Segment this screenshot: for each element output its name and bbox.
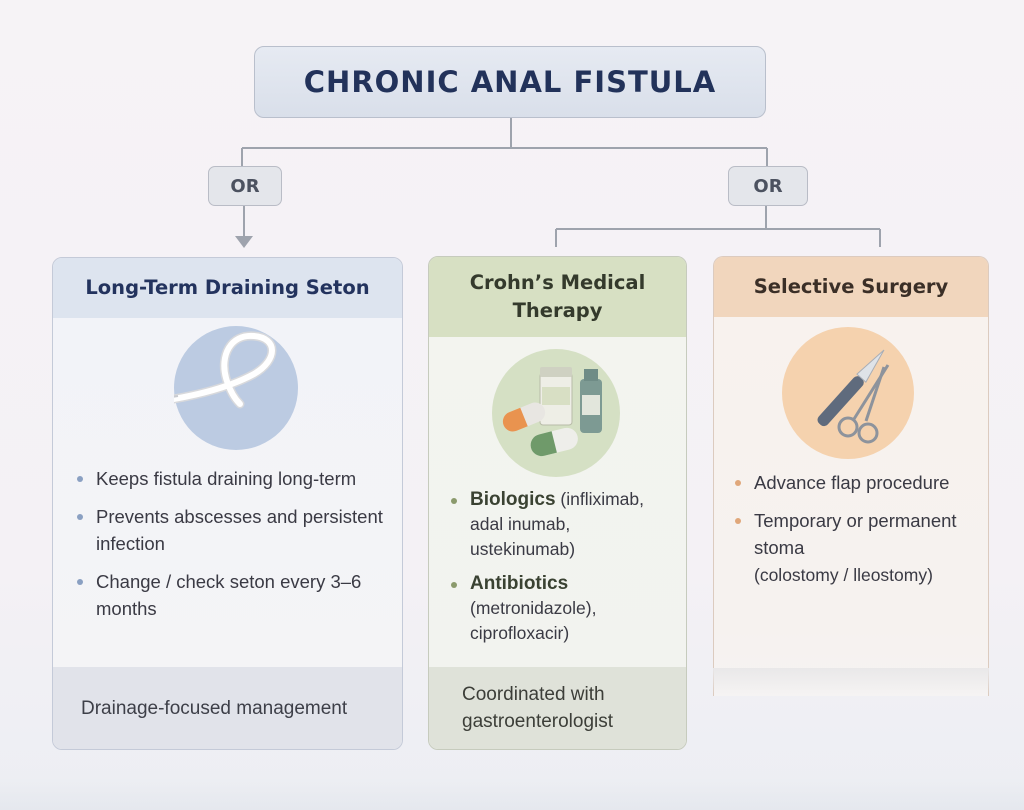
card-heading: Selective Surgery bbox=[714, 257, 988, 317]
bullet-text: Keeps fistula draining long-term bbox=[96, 468, 357, 489]
card-footer-placeholder bbox=[713, 668, 989, 694]
card-heading: Long-Term Draining Seton bbox=[53, 258, 402, 318]
down-arrow-icon bbox=[235, 236, 253, 248]
seton-loop-icon bbox=[163, 326, 298, 450]
bullet-list: Biologics (infliximab, adal inumab, ustek… bbox=[449, 487, 674, 655]
bullet-detail: adal inumab, ustekinumab) bbox=[470, 514, 576, 559]
bullet-list: Keeps fistula draining long-term Prevent… bbox=[75, 465, 385, 633]
medication-icon bbox=[492, 349, 620, 477]
card-crohns-medical-therapy: Crohn’s Medical Therapy Biologics (infli… bbox=[428, 256, 687, 750]
list-item: Antibiotics (metronidazole), ciprofloxaci… bbox=[449, 571, 674, 646]
bullet-detail: (infliximab, bbox=[555, 489, 645, 509]
background-band bbox=[0, 778, 1024, 810]
list-item: Advance flap procedure bbox=[733, 469, 983, 496]
or-label-right: OR bbox=[728, 166, 808, 206]
scalpel-scissors-icon bbox=[782, 327, 914, 459]
diagram-title: CHRONIC ANAL FISTULA bbox=[254, 46, 766, 118]
bullet-dot bbox=[77, 476, 83, 482]
bullet-dot bbox=[451, 498, 457, 504]
bullet-list: Advance flap procedure Temporary or perm… bbox=[733, 469, 983, 600]
bullet-dot bbox=[735, 480, 741, 486]
list-item: Keeps fistula draining long-term bbox=[75, 465, 385, 492]
bullet-heading: Antibiotics bbox=[470, 573, 569, 594]
bullet-text: Change / check seton every 3–6 months bbox=[96, 571, 362, 619]
bullet-text: Prevents abscesses and persistent infect… bbox=[96, 506, 383, 554]
list-item: Biologics (infliximab, adal inumab, ustek… bbox=[449, 487, 674, 562]
or-label-left: OR bbox=[208, 166, 282, 206]
bullet-dot bbox=[77, 579, 83, 585]
list-item: Prevents abscesses and persistent infect… bbox=[75, 503, 385, 557]
bullet-text: Advance flap procedure bbox=[754, 472, 950, 493]
bullet-heading: Biologics bbox=[470, 489, 556, 510]
list-item: Temporary or permanent stoma (colostomy /… bbox=[733, 507, 983, 589]
bullet-dot bbox=[77, 514, 83, 520]
card-selective-surgery: Selective Surgery Advance flap procedure… bbox=[713, 256, 989, 696]
card-draining-seton: Long-Term Draining Seton Keeps fistula d… bbox=[52, 257, 403, 750]
card-footer: Coordinated with gastroenterologist bbox=[429, 667, 686, 749]
bullet-text: Temporary or permanent stoma bbox=[754, 510, 957, 558]
bullet-dot bbox=[451, 582, 457, 588]
list-item: Change / check seton every 3–6 months bbox=[75, 568, 385, 622]
card-heading: Crohn’s Medical Therapy bbox=[429, 257, 686, 337]
card-footer: Drainage-focused management bbox=[53, 667, 402, 749]
bullet-subtext: (colostomy / lleostomy) bbox=[754, 565, 933, 585]
bullet-dot bbox=[735, 518, 741, 524]
bullet-detail: (metronidazole), ciprofloxacir) bbox=[470, 598, 597, 643]
